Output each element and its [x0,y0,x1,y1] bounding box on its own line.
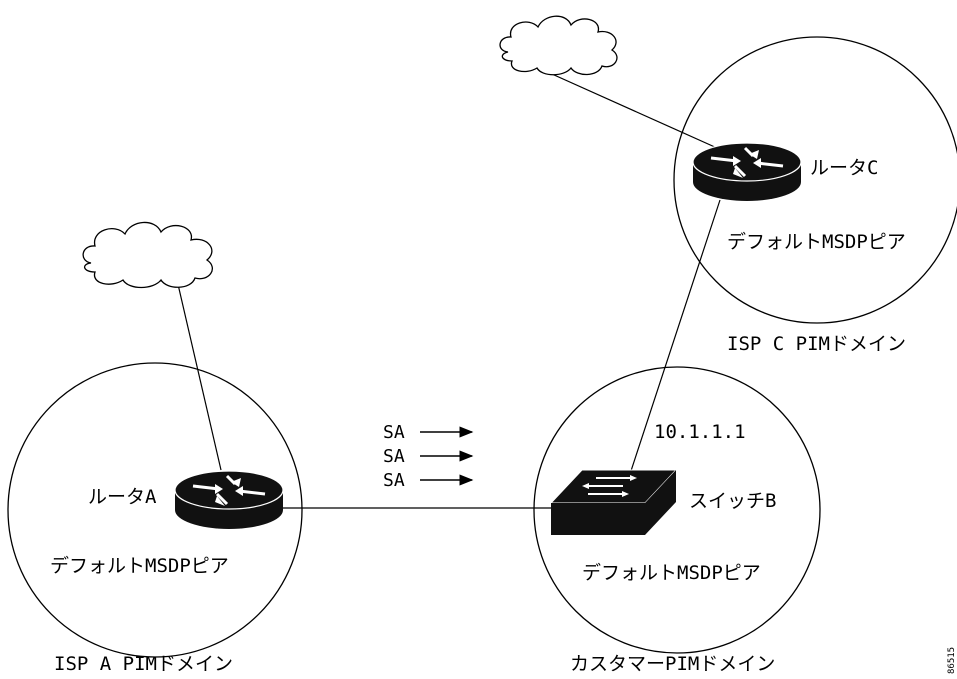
isp-c-domain-circle [673,36,957,324]
router-c-peer-label: デフォルトMSDPピア [727,231,906,253]
customer-domain-circle [533,366,821,654]
router-c-icon[interactable] [692,142,802,201]
switch-b-address-label: 10.1.1.1 [654,421,746,443]
switch-b-icon[interactable] [549,469,678,535]
router-a-icon[interactable] [174,470,284,529]
router-a-peer-label: デフォルトMSDPピア [50,555,229,577]
isp-c-domain-label: ISP C PIMドメイン [727,333,906,355]
customer-domain-label: カスタマーPIMドメイン [570,653,775,675]
router-c-switch-b-link [627,199,721,481]
router-c-label: ルータC [810,157,878,179]
figure-id-label: 86515 [947,647,957,674]
sa-label-2: SA [383,446,405,467]
switch-b-peer-label: デフォルトMSDPピア [582,562,761,584]
cloud-c-link [542,69,718,149]
switch-b-label: スイッチB [689,490,776,512]
router-a-label: ルータA [88,486,157,508]
sa-label-1: SA [383,422,405,443]
isp-a-domain-circle [7,362,303,658]
isp-a-domain-label: ISP A PIMドメイン [54,653,233,675]
internet-cloud-a-icon [82,221,213,289]
internet-cloud-c-icon [499,15,618,76]
cloud-a-link [176,279,222,471]
sa-label-3: SA [383,470,405,491]
